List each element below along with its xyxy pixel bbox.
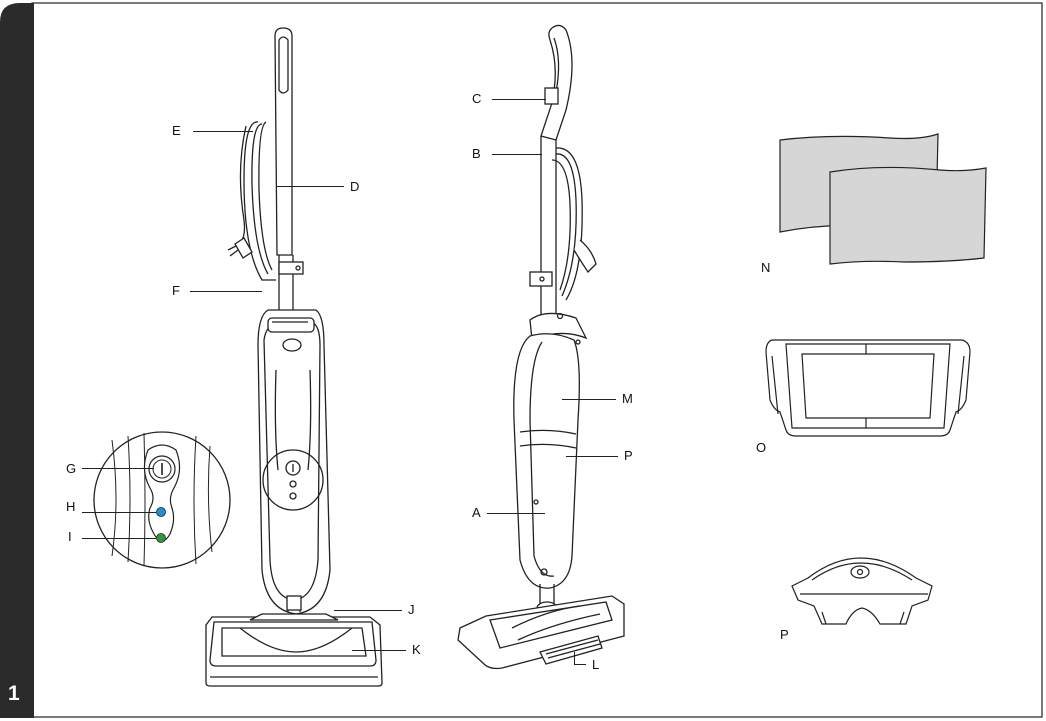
label-j: J (408, 602, 415, 617)
label-n: N (761, 260, 771, 275)
leader-b (492, 154, 542, 155)
label-d: D (350, 179, 360, 194)
label-c: C (472, 91, 482, 106)
leader-k (352, 650, 406, 651)
accessory-base (791, 557, 933, 625)
leader-a (487, 513, 545, 514)
label-f: F (172, 283, 180, 298)
blue-indicator-light (156, 507, 166, 517)
leader-c (492, 99, 546, 100)
figure-tab (0, 3, 34, 718)
leader-j (334, 610, 402, 611)
steam-mop-angled-view (457, 24, 625, 670)
label-p-body: P (624, 448, 633, 463)
label-m: M (622, 391, 633, 406)
label-h: H (66, 499, 76, 514)
leader-l (574, 652, 575, 664)
leader-d (276, 186, 344, 187)
pad-frame (765, 339, 971, 437)
leader-e (193, 131, 253, 132)
label-o: O (756, 440, 767, 455)
label-b: B (472, 146, 481, 161)
label-k: K (412, 642, 421, 657)
green-indicator-light (156, 533, 166, 543)
leader-g (82, 468, 154, 469)
leader-p-body (566, 456, 618, 457)
label-e: E (172, 123, 181, 138)
leader-l-foot (574, 664, 586, 665)
leader-h (82, 512, 156, 513)
leader-f (190, 291, 262, 292)
figure-number: 1 (8, 682, 20, 705)
label-g: G (66, 461, 77, 476)
label-a: A (472, 505, 481, 520)
label-l: L (592, 657, 600, 672)
steam-mop-front-view (205, 27, 383, 687)
leader-m (562, 399, 616, 400)
controls-magnified (93, 431, 231, 569)
label-p-accessory: P (780, 627, 789, 642)
label-i: I (68, 529, 72, 544)
leader-i (82, 538, 156, 539)
cleaning-pads (779, 133, 987, 265)
